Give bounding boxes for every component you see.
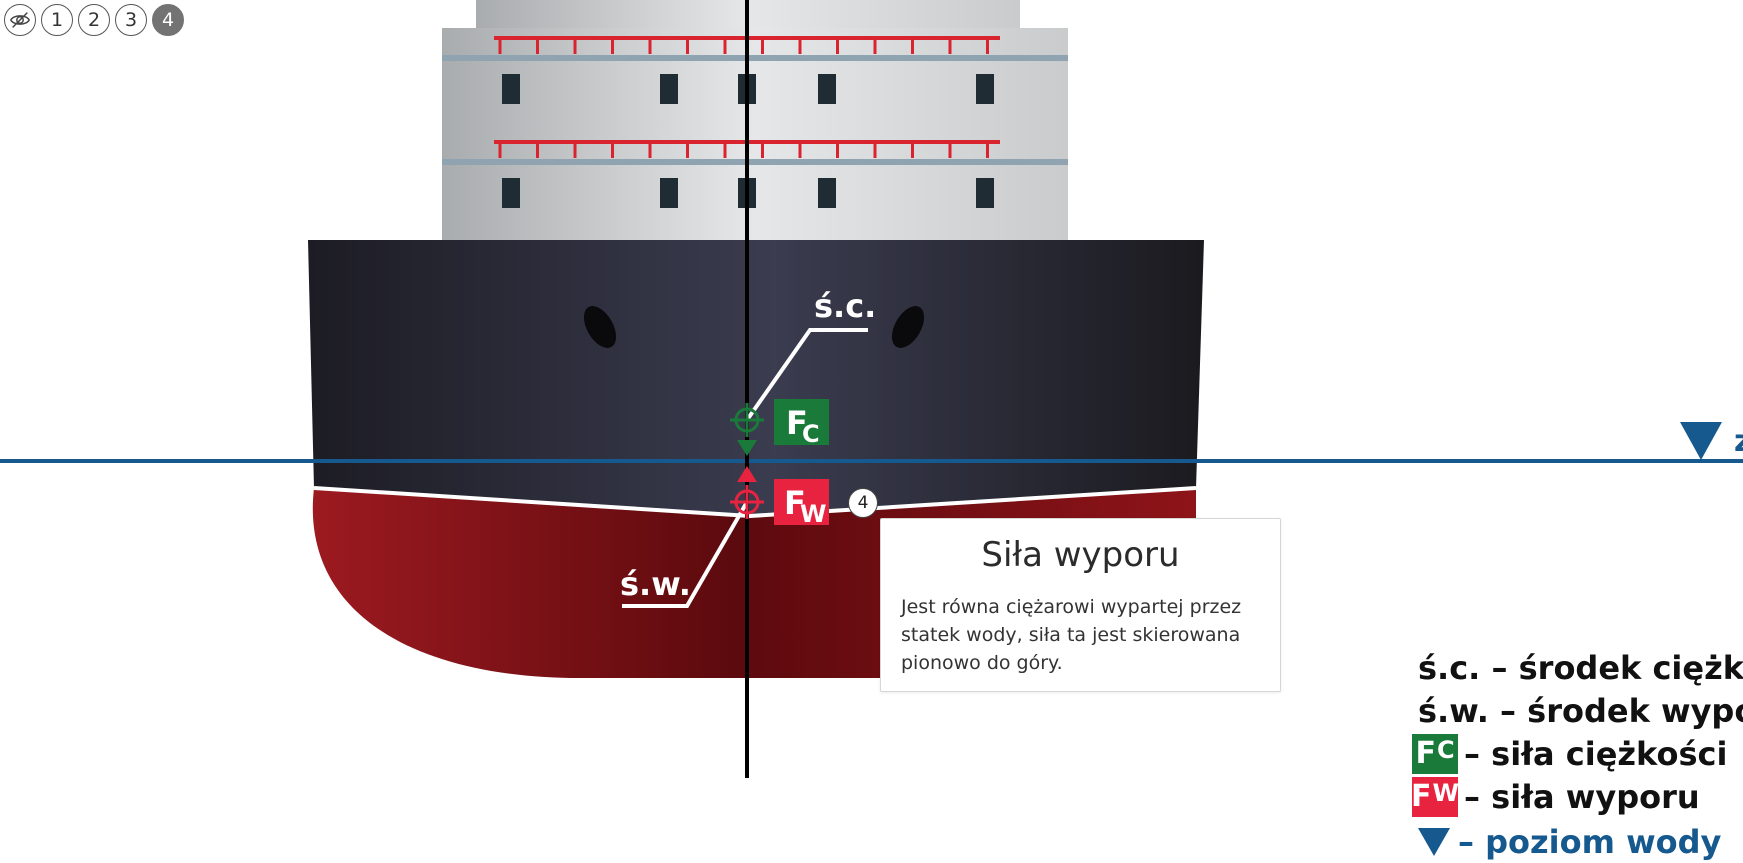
hotspot-marker-4[interactable]: 4 [848,488,878,518]
legend: ś.c. – środek ciężkoś ś.w. – środek wypo… [1411,646,1743,863]
gravity-arrow [737,440,757,456]
legend-text: ś.w. – środek wypor [1418,691,1743,730]
legend-badge-letter: F [1411,778,1432,814]
step-button-2[interactable]: 2 [78,4,110,36]
buoyancy-force-letter: F [784,484,806,522]
window [660,74,678,104]
window [502,74,520,104]
hull-waterline-stripe [313,486,1197,519]
buoyancy-force-sub: W [800,500,826,528]
hull-body [308,240,1204,516]
window [818,74,836,104]
step-button-3[interactable]: 3 [115,4,147,36]
legend-text: – siła wyporu [1464,777,1700,816]
window [976,74,994,104]
anchor-hole-right [891,306,925,348]
tooltip-title: Siła wyporu [981,535,1180,575]
gravity-force-letter: F [786,404,808,442]
railings [442,36,1068,165]
water-level-triangle-icon [1680,422,1722,460]
legend-badge-sub: C [1436,735,1455,764]
legend-badge-letter: F [1415,735,1436,771]
buoyancy-force-badge: F W [774,479,829,528]
gravity-center-label: ś.c. [814,287,876,325]
legend-item-buoyancy-center: ś.w. – środek wypor [1418,689,1743,732]
anchor-hole-left [583,306,617,348]
water-level-text: za [1734,423,1743,459]
hide-labels-button[interactable] [4,4,36,36]
gravity-center-leader [745,328,868,422]
gravity-force-sub: C [802,420,820,448]
legend-text: – siła ciężkości [1464,734,1728,773]
window [502,178,520,208]
water-level-triangle-icon [1418,827,1450,856]
buoyancy-center-marker [730,485,764,519]
legend-text: ś.c. – środek ciężkoś [1418,648,1743,687]
window [660,178,678,208]
window [818,178,836,208]
legend-item-gravity-center: ś.c. – środek ciężkoś [1418,646,1743,689]
step-button-1[interactable]: 1 [41,4,73,36]
eye-slash-icon [10,12,30,28]
portholes [502,74,994,208]
buoyancy-center-leader [622,501,749,608]
tooltip-body: Jest równa ciężarowi wypartej przez stat… [901,596,1242,674]
legend-item-water-level: – poziom wody [1418,820,1743,863]
window [976,178,994,208]
gravity-center-marker [730,403,764,437]
buoyancy-arrow [737,466,757,482]
buoyancy-center-label: ś.w. [620,565,691,603]
info-tooltip: Siła wyporu Jest równa ciężarowi wyparte… [880,518,1281,692]
legend-badge-sub: W [1432,778,1459,807]
legend-text: – poziom wody [1458,822,1722,861]
step-navigation: 1 2 3 4 [4,4,184,36]
gravity-force-badge: F C [774,399,829,448]
water-level-marker: za [1680,422,1743,460]
step-button-4[interactable]: 4 [152,4,184,36]
